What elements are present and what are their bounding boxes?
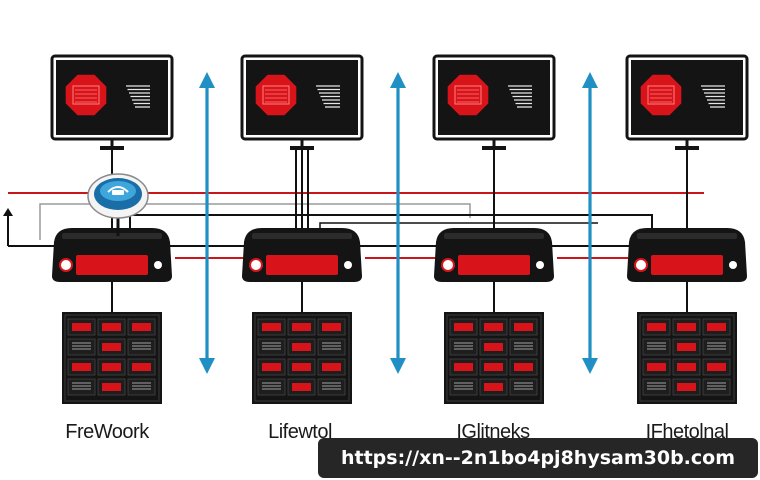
router-icon	[627, 228, 747, 282]
monitor-icon	[432, 54, 556, 150]
url-watermark-text: https://xn--2n1bo4pj8hysam30b.com	[340, 447, 736, 469]
url-watermark-banner: https://xn--2n1bo4pj8hysam30b.com	[318, 438, 758, 478]
uplink-arrow-icon	[3, 208, 13, 216]
column-1	[50, 54, 174, 404]
column-label-4: IFhetolnal	[645, 421, 729, 443]
router-icon	[434, 228, 554, 282]
gray-link-line	[39, 203, 471, 240]
server-rack-icon	[444, 312, 544, 404]
router-icon	[242, 228, 362, 282]
monitor-icon	[240, 54, 364, 150]
column-4	[625, 54, 749, 404]
server-rack-icon	[252, 312, 352, 404]
column-label-3: IGlitneks	[456, 421, 530, 443]
monitor-icon	[50, 54, 174, 150]
server-rack-icon	[637, 312, 737, 404]
monitor-router-cables	[295, 150, 309, 234]
monitor-icon	[625, 54, 749, 150]
router-icon	[52, 228, 172, 282]
column-label-2: Lifewtol	[268, 421, 332, 443]
network-hub-icon	[87, 173, 149, 236]
column-label-1: FreWoork	[65, 421, 149, 443]
column-2	[240, 54, 364, 404]
column-3	[432, 54, 556, 404]
server-rack-icon	[62, 312, 162, 404]
